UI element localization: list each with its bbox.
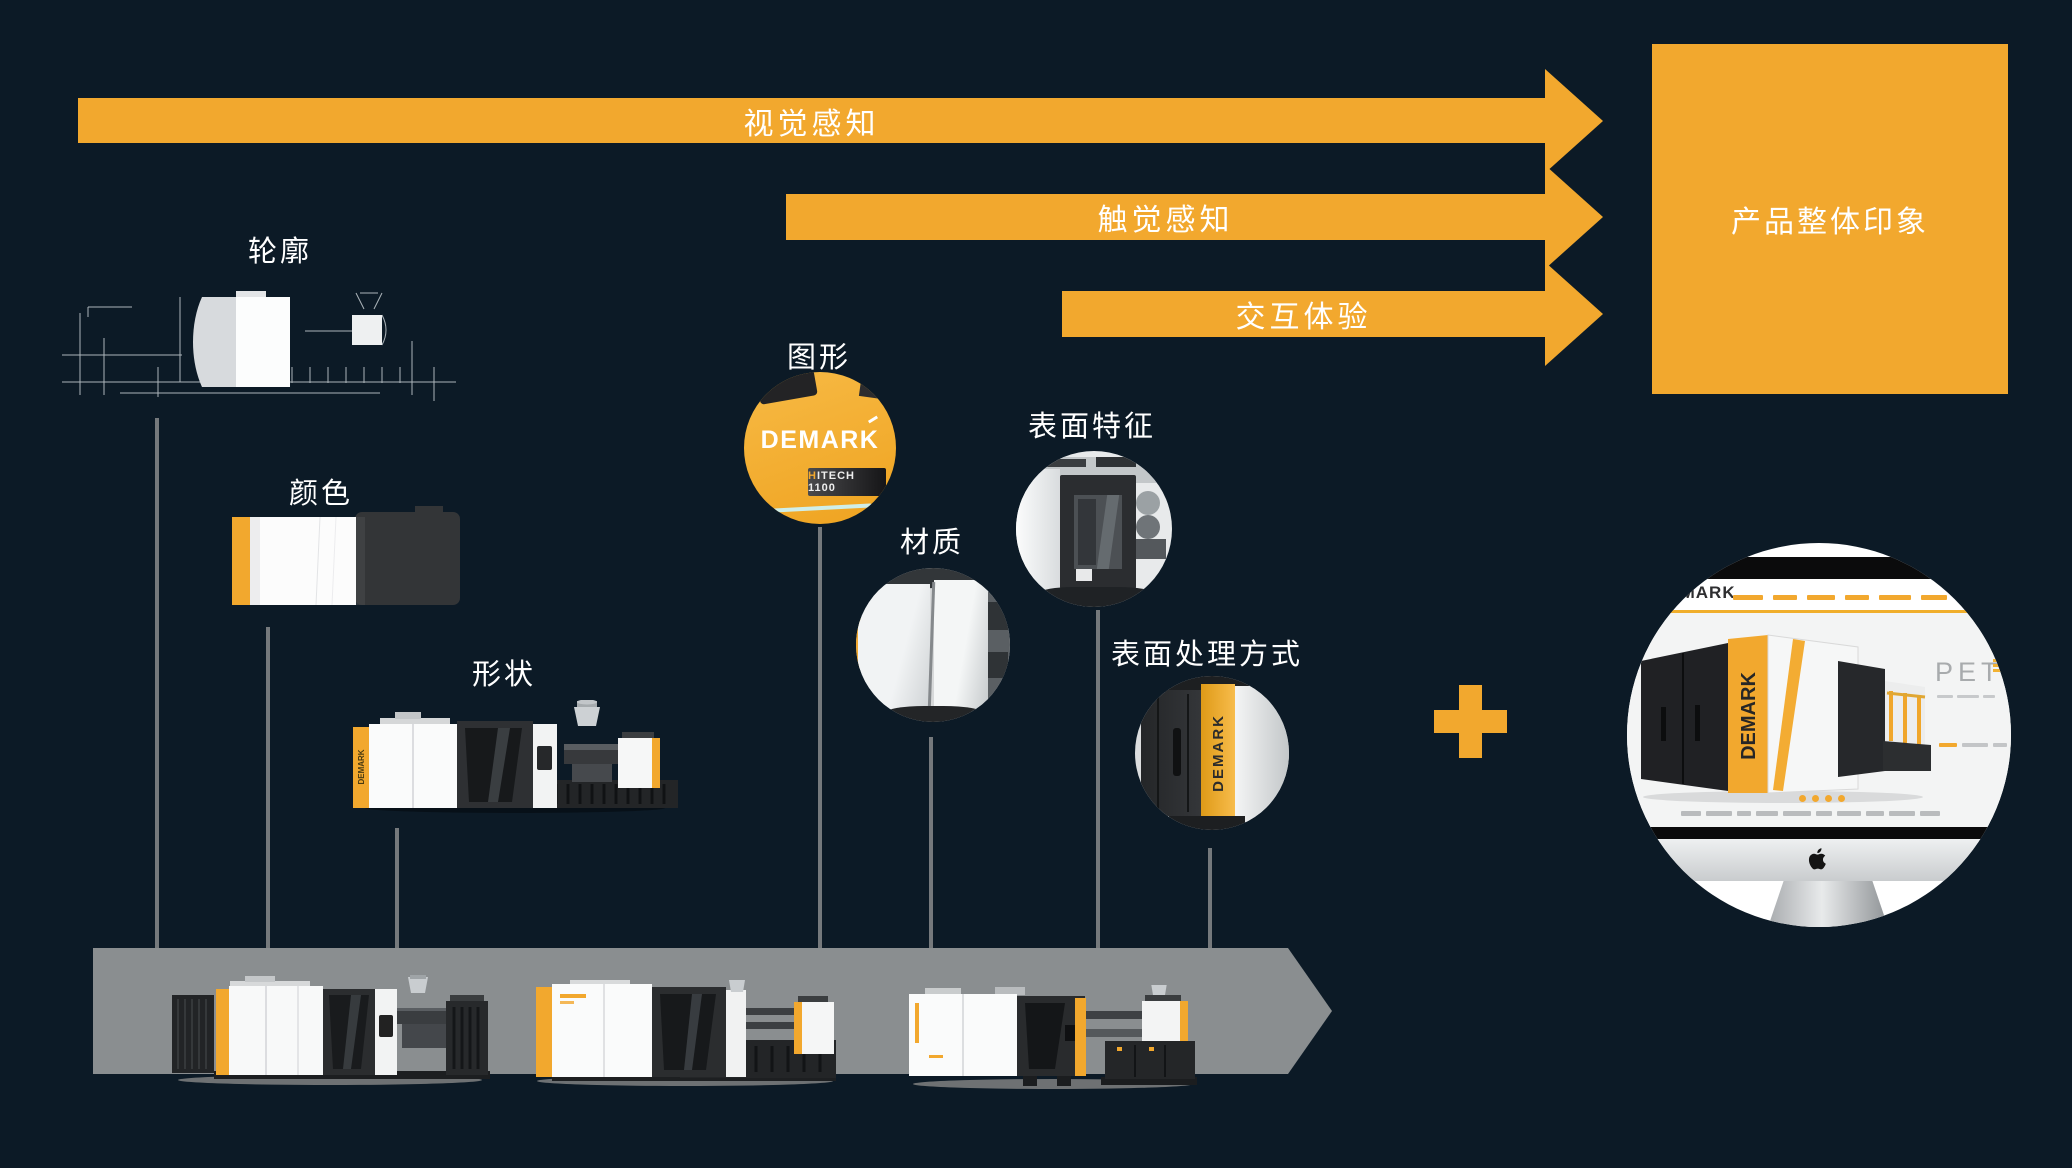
plus-icon-horizontal: [1434, 710, 1507, 733]
hero-machine-image: DEMARK: [1641, 634, 1931, 803]
sf-top-detail1: [1036, 459, 1086, 467]
connector-shape: [395, 828, 399, 948]
hitech-badge-text: HITECH 1100: [808, 470, 855, 494]
shape-label: 形状: [471, 659, 536, 691]
st-dark-panel: [1141, 690, 1201, 816]
machine-part-dark-right: [858, 378, 892, 400]
pet-logo-mark-icon: [1993, 659, 2007, 672]
nav-underline: [1667, 610, 1973, 613]
nav-item-dash: [1921, 595, 1947, 600]
connector-surface-treatment: [1208, 848, 1212, 948]
st-seam1: [1157, 694, 1159, 812]
arrow-interaction-label: 交互体验: [1235, 301, 1372, 334]
surface-treatment-label: 表面处理方式: [1110, 639, 1303, 671]
nav-item-dash: [1773, 595, 1797, 600]
graphic-logo-image: DEMARK HITECH 1100: [744, 372, 896, 524]
nav-item-dash: [1733, 595, 1763, 600]
material-inset-bottom: [988, 652, 1008, 678]
connector-graphic: [818, 527, 822, 948]
outline-sketch-image: [62, 291, 456, 401]
screen-top-bezel: [1627, 557, 2011, 579]
sf-cylinder1: [1136, 491, 1160, 515]
pagination-dots: [1799, 795, 1845, 802]
site-nav: [1733, 595, 1947, 600]
sf-window-dark: [1078, 499, 1096, 565]
st-light-panel: [1235, 686, 1289, 822]
caption-text-dashes: [1681, 811, 1940, 816]
arrow-visual-label: 视觉感知: [743, 107, 880, 141]
imac-stand: [1768, 881, 1888, 927]
nav-item-dash: [1879, 595, 1911, 600]
surface-feature-label: 表面特征: [1027, 411, 1156, 443]
site-logo-text: DEMARK: [1655, 583, 1736, 602]
connector-color: [266, 627, 270, 948]
st-seam2: [1187, 694, 1189, 812]
arrow-interaction-experience: 交互体验: [1062, 291, 1545, 337]
sf-white-spot: [1076, 569, 1092, 581]
pet-subtitle-dashes: [1937, 695, 1995, 698]
band-machine-3-image: [909, 985, 1197, 1089]
material-inset-top: [988, 602, 1008, 630]
sf-bottom-base: [1040, 587, 1152, 607]
st-bottom-cap: [1169, 816, 1245, 830]
overall-impression-box: 产品整体印象: [1652, 44, 2008, 394]
surface-treatment-photo-image: DEMARK: [1135, 676, 1289, 830]
website-monitor-image: DEMARK DEMARK: [1627, 543, 2011, 927]
sf-top-detail2: [1096, 457, 1136, 467]
band-machine-2-image: [536, 980, 836, 1086]
graphic-label: 图形: [786, 342, 851, 374]
teal-base-line: [771, 503, 873, 513]
sf-cylinder2: [1136, 515, 1160, 539]
st-yellow-strip: DEMARK: [1201, 684, 1235, 822]
arrow-tactile-perception: 触觉感知: [786, 194, 1545, 240]
demark-logo-text: DEMARK: [760, 425, 880, 454]
imac-chin: [1627, 839, 2011, 881]
hero-machine-strip-text: DEMARK: [1738, 672, 1760, 760]
material-bottom-shadow: [886, 706, 982, 722]
material-panel-right: [934, 580, 988, 712]
arrow-tactile-label: 触觉感知: [1097, 204, 1234, 237]
connector-outline: [155, 418, 159, 948]
overall-impression-label: 产品整体印象: [1731, 206, 1929, 239]
band-machine-1-image: [172, 975, 490, 1085]
surface-feature-photo-image: [1016, 451, 1172, 607]
material-panel-left: [858, 584, 930, 710]
nav-item-dash: [1845, 595, 1869, 600]
hitech-badge: HITECH 1100: [808, 468, 886, 496]
st-handle: [1173, 728, 1181, 776]
arrowhead-interaction-icon: [1545, 262, 1603, 366]
screen-bottom-bezel: [1627, 827, 2011, 839]
color-bar-image: [232, 506, 460, 606]
hero-title-pet: PET: [1935, 657, 2003, 687]
logo-accent-mark: [867, 415, 879, 424]
connector-material: [929, 737, 933, 948]
sf-cylinder-base: [1136, 539, 1166, 559]
machine-part-dark-top: [756, 372, 818, 405]
st-strip-demark-text: DEMARK: [1209, 714, 1227, 792]
shape-machine-image: DEMARK: [353, 700, 678, 813]
material-photo-image: [856, 568, 1010, 722]
arrowhead-visual-icon: [1545, 69, 1603, 173]
outline-label: 轮廓: [247, 236, 312, 268]
shape-machine-strip-text: DEMARK: [357, 749, 366, 784]
apple-logo-icon: [1808, 848, 1826, 870]
color-label: 颜色: [288, 478, 353, 510]
arrowhead-tactile-icon: [1545, 165, 1603, 269]
material-label: 材质: [899, 527, 964, 559]
sf-white-panel: [1016, 469, 1060, 589]
connector-surface-feature: [1096, 610, 1100, 948]
nav-item-dash: [1807, 595, 1835, 600]
hero-link-dashes: [1939, 743, 2007, 747]
arrow-visual-perception: 视觉感知: [78, 98, 1545, 143]
